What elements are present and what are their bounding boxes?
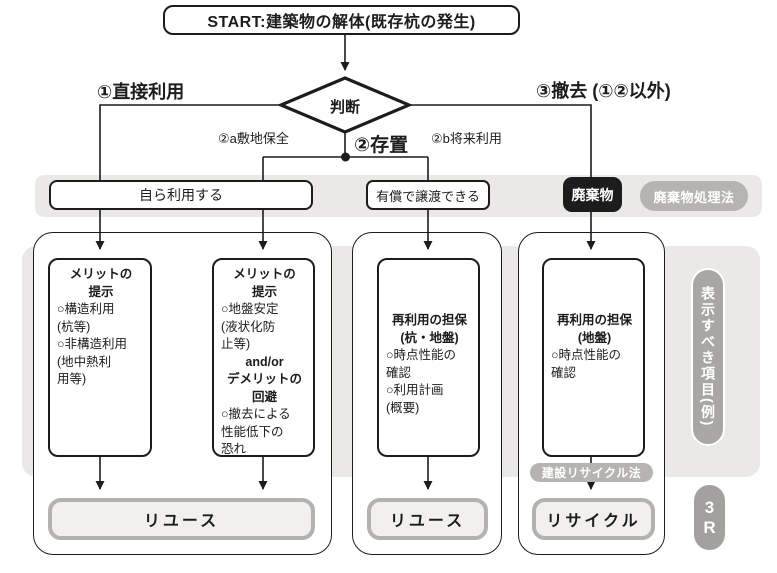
- recycle-outcome: リサイクル: [532, 498, 655, 540]
- paid-transfer-label: 有償で譲渡できる: [376, 188, 480, 204]
- branch-site-preserve-label: ②a敷地保全: [218, 131, 289, 146]
- reuse-guarantee-ground-box: 再利用の担保 (地盤) ○時点性能の 確認: [542, 258, 645, 457]
- waste-node: 廃棄物: [563, 177, 622, 212]
- three-r-badge: 3 R: [694, 485, 725, 550]
- waste-label: 廃棄物: [571, 186, 614, 203]
- self-use-node: 自ら利用する: [49, 180, 313, 210]
- merit-demerit-box: メリットの 提示 ○地盤安定 (液状化防 止等) and/or デメリットの 回…: [212, 258, 315, 457]
- recycle-outcome-label: リサイクル: [546, 513, 641, 530]
- decision-node-label: 判断: [329, 99, 360, 116]
- merit-box-structural: メリットの 提示 ○構造利用 (杭等) ○非構造利用 (地中熱利 用等): [48, 258, 152, 457]
- reuse-guarantee-pile-title: 再利用の担保 (杭・地盤): [391, 313, 467, 345]
- merit-demerit-subtitle: デメリットの 回避: [226, 372, 302, 404]
- merit-demerit-title: メリットの 提示: [233, 267, 296, 299]
- reuse-outcome-left-label: リユース: [143, 513, 220, 530]
- branch-direct-use-label: ①直接利用: [97, 82, 185, 102]
- display-items-pill: 表示すべき項目(例): [691, 268, 725, 446]
- reuse-outcome-middle-label: リユース: [389, 513, 466, 530]
- reuse-guarantee-ground-body: ○時点性能の 確認: [551, 348, 622, 380]
- waste-law-label: 廃棄物処理法: [653, 189, 735, 205]
- reuse-guarantee-pile-body: ○時点性能の 確認 ○利用計画 (概要): [386, 348, 457, 415]
- start-label: START:建築物の解体(既存杭の発生): [207, 14, 476, 31]
- branch-leave-in-place-label: ②存置: [354, 135, 409, 156]
- merit-demerit-body2: ○撤去による 性能低下の 恐れ: [221, 407, 291, 456]
- start-node: START:建築物の解体(既存杭の発生): [163, 5, 520, 35]
- branch-removal-label: ③撤去 (①②以外): [536, 81, 671, 101]
- waste-law-pill: 廃棄物処理法: [640, 181, 748, 211]
- reuse-guarantee-ground-title: 再利用の担保 (地盤): [556, 313, 632, 345]
- merit-box-structural-body: ○構造利用 (杭等) ○非構造利用 (地中熱利 用等): [57, 302, 128, 386]
- merit-box-structural-title: メリットの 提示: [69, 267, 133, 299]
- reuse-outcome-middle: リユース: [367, 498, 488, 540]
- merit-demerit-andor: and/or: [245, 354, 284, 369]
- merit-demerit-body1: ○地盤安定 (液状化防 止等): [221, 302, 279, 351]
- construction-recycle-law-pill: 建設リサイクル法: [530, 463, 653, 482]
- reuse-outcome-left: リユース: [48, 498, 315, 540]
- reuse-guarantee-pile-box: 再利用の担保 (杭・地盤) ○時点性能の 確認 ○利用計画 (概要): [377, 258, 480, 457]
- branch-future-use-label: ②b将来利用: [431, 131, 502, 146]
- paid-transfer-node: 有償で譲渡できる: [366, 180, 490, 210]
- construction-recycle-law-label: 建設リサイクル法: [541, 466, 642, 480]
- self-use-label: 自ら利用する: [139, 187, 223, 203]
